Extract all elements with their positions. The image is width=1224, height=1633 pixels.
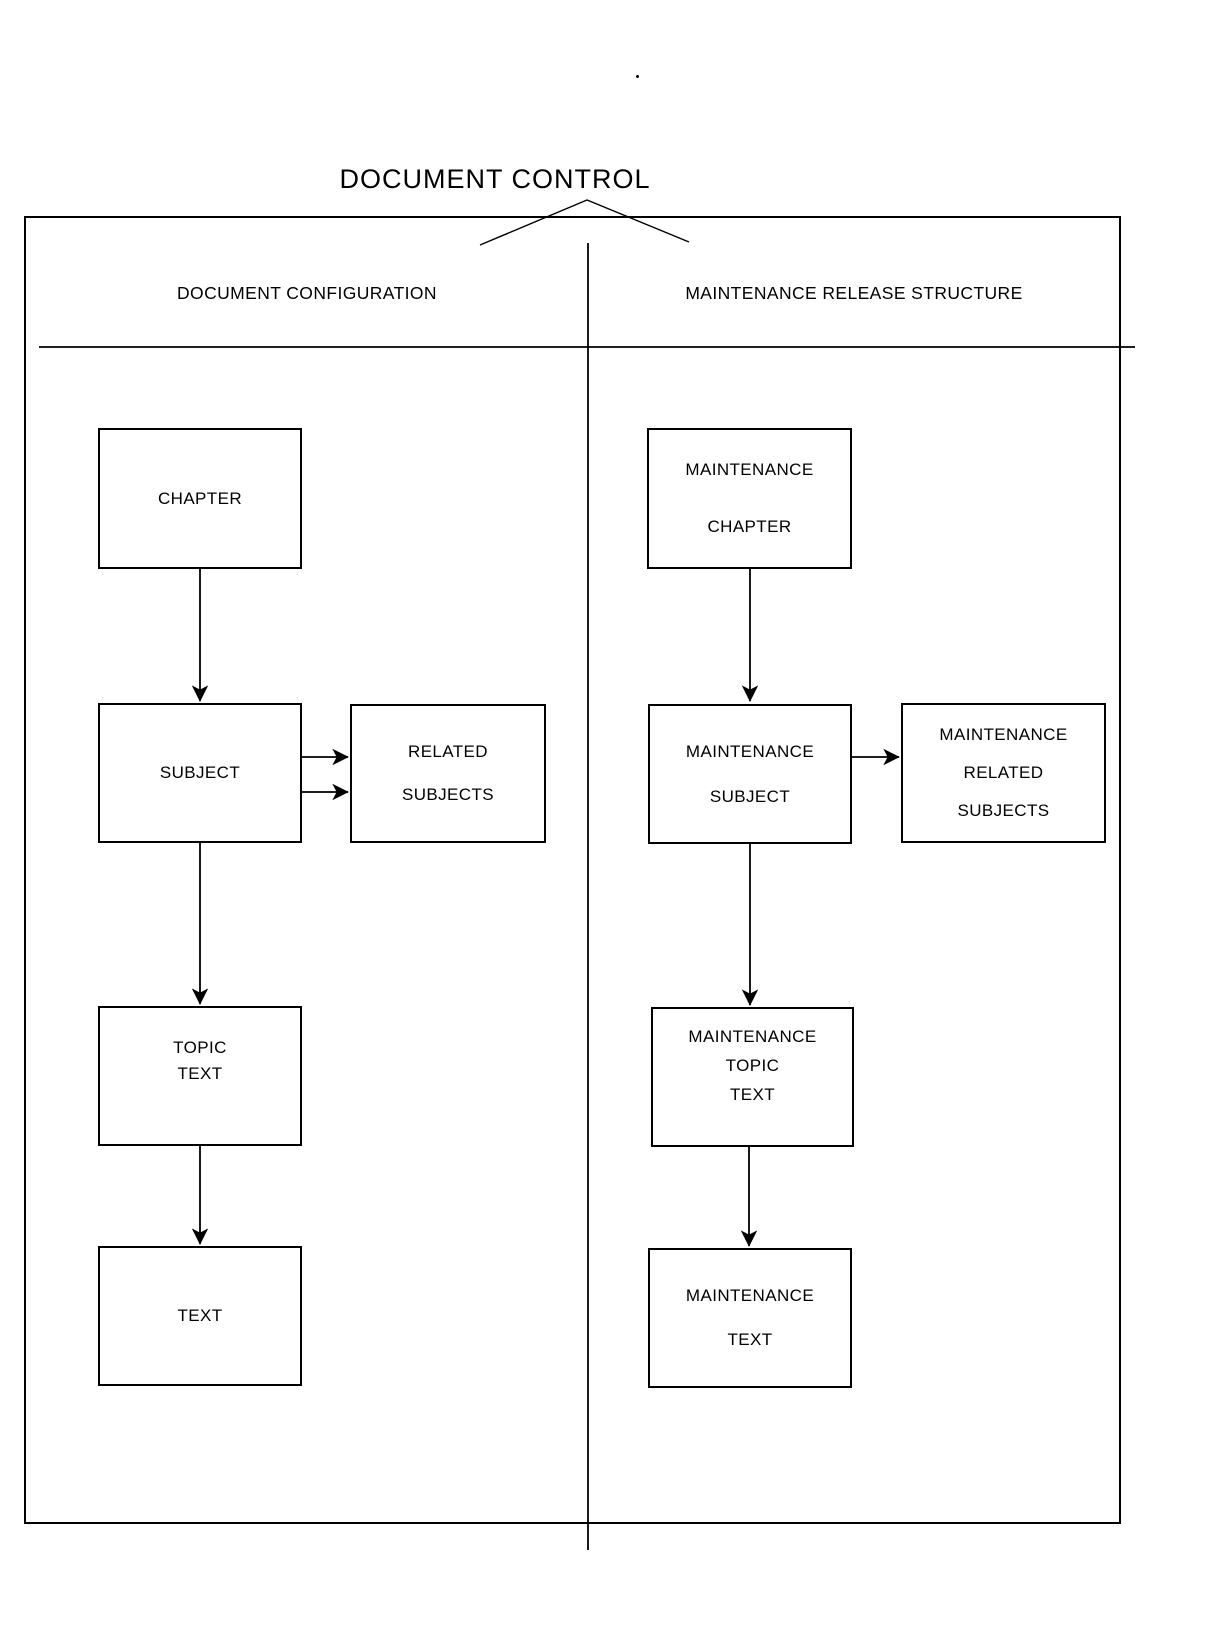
topic-text-label-line1: TOPIC (173, 1038, 227, 1057)
maintenance-subject-label-line2: SUBJECT (709, 786, 791, 806)
maintenance-text-box: MAINTENANCE TEXT (648, 1248, 852, 1388)
maintenance-topic-text-label-line2: TOPIC (725, 1056, 780, 1075)
maintenance-text-label-line1: MAINTENANCE (685, 1286, 815, 1305)
page-speck (636, 75, 639, 78)
maintenance-related-subjects-box: MAINTENANCE RELATED SUBJECTS (901, 703, 1106, 843)
topic-text-label-line2: TEXT (177, 1064, 223, 1083)
maintenance-chapter-label-line2: CHAPTER (707, 517, 792, 536)
text-label: TEXT (177, 1306, 223, 1325)
maintenance-chapter-label-line1: MAINTENANCE (685, 460, 814, 479)
diagram-title: DOCUMENT CONTROL (339, 164, 651, 194)
chapter-box: CHAPTER (98, 428, 302, 569)
related-subjects-label-line1: RELATED (408, 742, 488, 761)
right-column-header: MAINTENANCE RELEASE STRUCTURE (685, 283, 1023, 303)
topic-text-box: TOPIC TEXT (98, 1006, 302, 1146)
related-subjects-label-line2: SUBJECTS (402, 785, 494, 804)
maintenance-related-subjects-label-line3: SUBJECTS (957, 801, 1050, 820)
left-column-header: DOCUMENT CONFIGURATION (177, 283, 437, 303)
subject-label: SUBJECT (159, 763, 241, 782)
outer-frame (24, 216, 1121, 1524)
subject-box: SUBJECT (98, 703, 302, 843)
title-brace (479, 199, 690, 246)
maintenance-topic-text-box: MAINTENANCE TOPIC TEXT (651, 1007, 854, 1147)
maintenance-related-subjects-label-line2: RELATED (963, 763, 1044, 782)
related-subjects-box: RELATED SUBJECTS (350, 704, 546, 843)
text-box: TEXT (98, 1246, 302, 1386)
maintenance-topic-text-label-line1: MAINTENANCE (688, 1027, 817, 1046)
maintenance-related-subjects-label-line1: MAINTENANCE (939, 725, 1068, 744)
maintenance-text-label-line2: TEXT (727, 1330, 773, 1349)
chapter-label: CHAPTER (157, 488, 243, 508)
maintenance-subject-box: MAINTENANCE SUBJECT (648, 704, 852, 844)
maintenance-subject-label-line1: MAINTENANCE (685, 741, 815, 761)
maintenance-topic-text-label-line3: TEXT (729, 1085, 776, 1104)
maintenance-chapter-box: MAINTENANCE CHAPTER (647, 428, 852, 569)
